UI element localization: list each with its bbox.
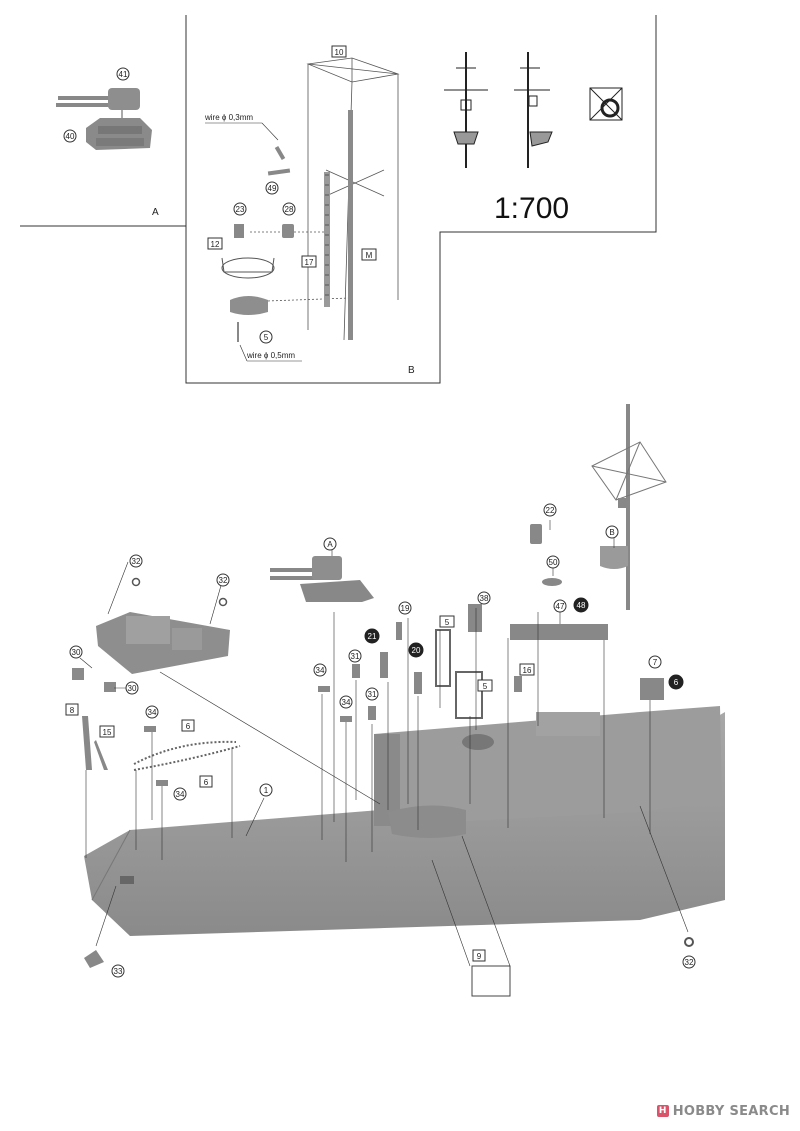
part-number: 6 — [204, 778, 209, 787]
part-number: 23 — [236, 205, 245, 214]
part-callout: 41 40 — [63, 67, 130, 143]
part-number: 9 — [477, 952, 482, 961]
part-number: 6 — [674, 678, 679, 687]
bridge-detail — [72, 612, 230, 692]
part-callout: 32 32 30 30 A 19 38 22 B 50 47 48 5 5 21… — [65, 503, 696, 978]
part-number: 32 — [132, 557, 141, 566]
part-number: 34 — [148, 708, 157, 717]
section-a-label: A — [152, 207, 159, 218]
main-mast-assembled — [591, 404, 667, 610]
part-number: 47 — [556, 602, 565, 611]
leader-lines — [79, 520, 689, 967]
mast-elevation-front — [444, 52, 488, 168]
part-number: 17 — [305, 258, 314, 267]
part-number: 30 — [72, 648, 81, 657]
platform-illustration — [221, 145, 294, 342]
part-number: 10 — [335, 48, 344, 57]
part-callout: 10 49 23 28 12 17 M 5 — [207, 45, 377, 344]
part-number: 7 — [653, 658, 658, 667]
small-parts — [82, 524, 664, 968]
part-9-plate — [471, 965, 511, 997]
section-frames — [20, 15, 657, 384]
part-number: 40 — [66, 132, 75, 141]
part-number: 20 — [412, 646, 421, 655]
part-number: 48 — [577, 601, 586, 610]
section-b-label: B — [408, 365, 415, 376]
hull-illustration — [84, 706, 725, 936]
part-number: 34 — [316, 666, 325, 675]
part-number: 5 — [445, 618, 450, 627]
part-number: 5 — [264, 333, 269, 342]
mast-frame-wireframe — [239, 57, 400, 341]
anchor-chain — [133, 740, 241, 771]
mast-elevation-side — [514, 52, 553, 168]
part-number: 34 — [342, 698, 351, 707]
part-number: 32 — [685, 958, 694, 967]
part-number: 30 — [128, 684, 137, 693]
part-number: 31 — [351, 652, 360, 661]
part-number: 22 — [546, 506, 555, 515]
scale-label: 1:700 — [494, 192, 569, 225]
part-number: 32 — [219, 576, 228, 585]
part-number: 28 — [285, 205, 294, 214]
part-number: 21 — [368, 632, 377, 641]
wire-thin-label: wire ϕ 0,3mm — [204, 113, 253, 122]
mast-pole — [324, 110, 353, 340]
part-number: 1 — [264, 786, 269, 795]
part-number: A — [327, 540, 333, 549]
watermark: H HOBBY SEARCH — [656, 1101, 790, 1121]
part-number: 50 — [549, 558, 558, 567]
part-number: 34 — [176, 790, 185, 799]
part-number: 49 — [268, 184, 277, 193]
watermark-text: HOBBY SEARCH — [672, 1103, 790, 1119]
part-number: 16 — [523, 666, 532, 675]
wire-thick-label: wire ϕ 0,5mm — [246, 351, 295, 360]
part-number: 5 — [483, 682, 488, 691]
hobby-search-logo-icon: H — [656, 1105, 669, 1117]
part-number: 38 — [480, 594, 489, 603]
part-number: 19 — [401, 604, 410, 613]
part-number: M — [366, 251, 373, 260]
part-number: 12 — [211, 240, 220, 249]
wire-notes: wire ϕ 0,3mm wire ϕ 0,5mm — [204, 113, 302, 362]
turret-a-assembled — [270, 556, 374, 602]
part-number: 33 — [114, 967, 123, 976]
radar-top-view — [589, 87, 623, 121]
part-number: 31 — [368, 690, 377, 699]
part-number: 15 — [103, 728, 112, 737]
part-number: B — [609, 528, 614, 537]
turret-a-illustration — [56, 88, 152, 150]
part-number: 41 — [119, 70, 128, 79]
part-number: 8 — [70, 706, 75, 715]
part-number: 6 — [186, 722, 191, 731]
